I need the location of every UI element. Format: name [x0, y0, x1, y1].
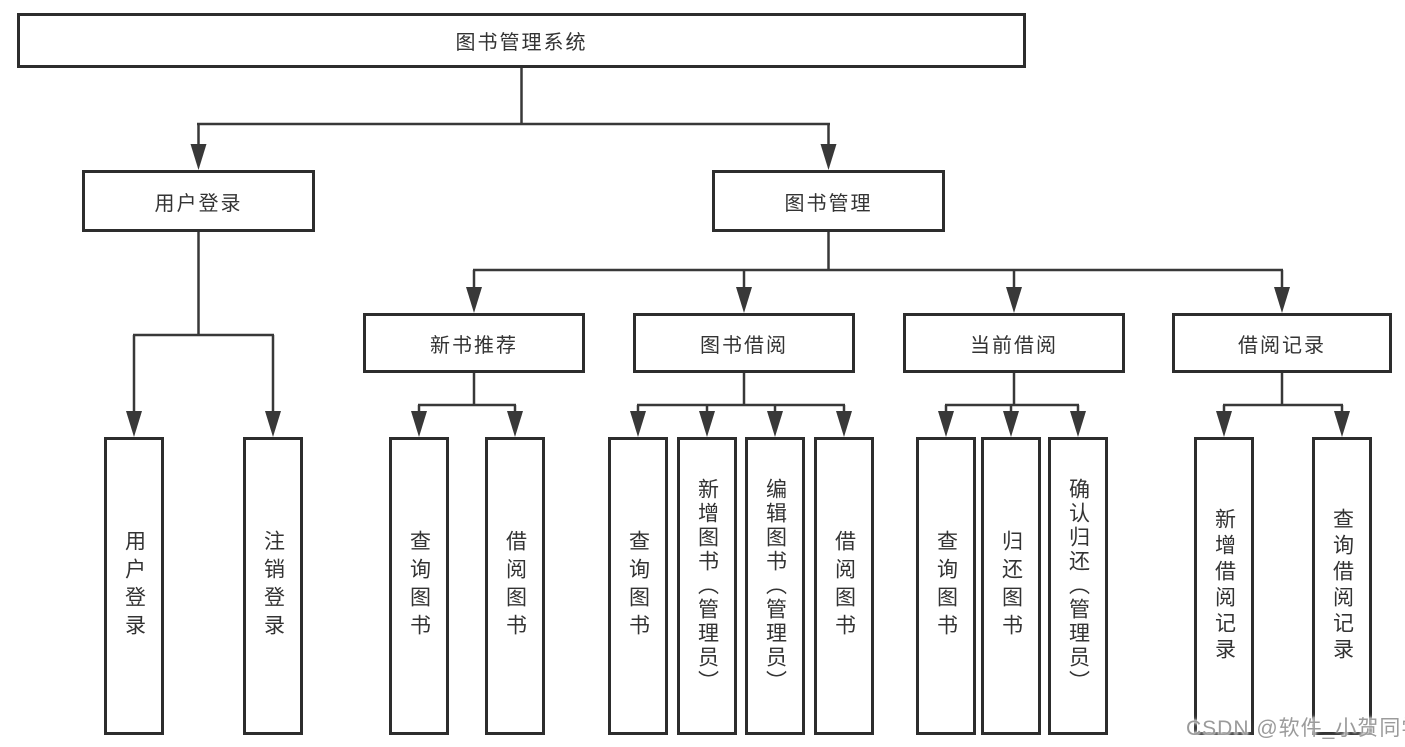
leaf-bb-query-books: 查询图书 [608, 437, 668, 735]
leaf-logout-login: 注销登录 [243, 437, 303, 735]
csdn-watermark: CSDN @软件_小贺同学 [1186, 717, 1405, 740]
leaf-br-add-record: 新增借阅记录 [1194, 437, 1254, 735]
node-new-book-recommend: 新书推荐 [363, 313, 585, 373]
node-borrow-records: 借阅记录 [1172, 313, 1392, 373]
leaf-bb-add-books-admin: 新增图书（管理员） [677, 437, 737, 735]
node-book-borrow: 图书借阅 [633, 313, 855, 373]
node-book-management: 图书管理 [712, 170, 945, 232]
node-current-borrow: 当前借阅 [903, 313, 1125, 373]
leaf-bb-edit-books-admin: 编辑图书（管理员） [745, 437, 805, 735]
node-root: 图书管理系统 [17, 13, 1026, 68]
leaf-user-login: 用户登录 [104, 437, 164, 735]
leaf-cb-confirm-return-admin: 确认归还（管理员） [1048, 437, 1108, 735]
node-user-login: 用户登录 [82, 170, 315, 232]
leaf-nb-query-books: 查询图书 [389, 437, 449, 735]
leaf-nb-borrow-books: 借阅图书 [485, 437, 545, 735]
leaf-cb-query-books: 查询图书 [916, 437, 976, 735]
leaf-cb-return-books: 归还图书 [981, 437, 1041, 735]
leaf-br-query-record: 查询借阅记录 [1312, 437, 1372, 735]
leaf-bb-borrow-books: 借阅图书 [814, 437, 874, 735]
